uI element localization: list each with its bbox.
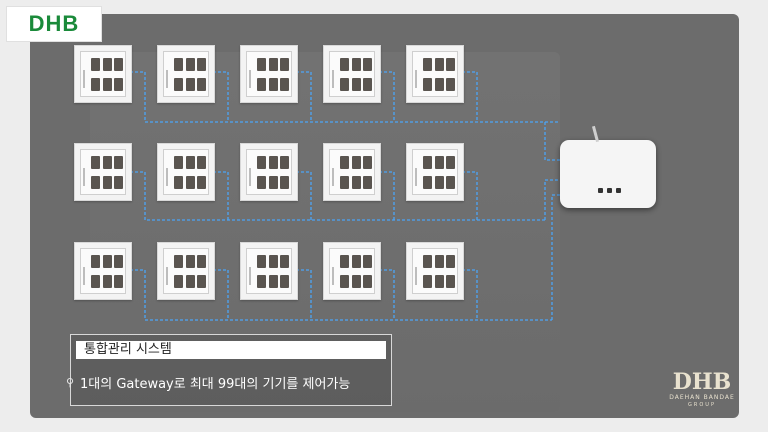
- pin-icon: ⚲: [66, 375, 75, 389]
- locker-unit: [406, 242, 464, 300]
- brand-name: DAEHAN BANDAE: [669, 394, 735, 401]
- locker-unit: [157, 45, 215, 103]
- gateway-leds: [598, 188, 621, 193]
- locker-unit: [240, 242, 298, 300]
- logo-text: DHB: [28, 11, 80, 36]
- brand-tagline: GROUP: [688, 402, 716, 408]
- caption-text: 1대의 Gateway로 최대 99대의 기기를 제어가능: [80, 377, 351, 392]
- caption-line: ⚲ 1대의 Gateway로 최대 99대의 기기를 제어가능: [66, 373, 351, 393]
- brand-logo: DHB DAEHAN BANDAE GROUP: [660, 370, 744, 414]
- locker-unit: [406, 143, 464, 201]
- locker-unit: [323, 45, 381, 103]
- gateway-device: [560, 125, 656, 208]
- dhb-logo: DHB: [6, 6, 102, 42]
- locker-unit: [74, 143, 132, 201]
- locker-unit: [406, 45, 464, 103]
- locker-unit: [157, 143, 215, 201]
- locker-unit: [323, 143, 381, 201]
- locker-unit: [74, 45, 132, 103]
- locker-unit: [157, 242, 215, 300]
- locker-unit: [240, 143, 298, 201]
- locker-unit: [240, 45, 298, 103]
- caption-title: 통합관리 시스템: [76, 341, 386, 359]
- locker-unit: [323, 242, 381, 300]
- brand-monogram: DHB: [672, 369, 732, 395]
- locker-unit: [74, 242, 132, 300]
